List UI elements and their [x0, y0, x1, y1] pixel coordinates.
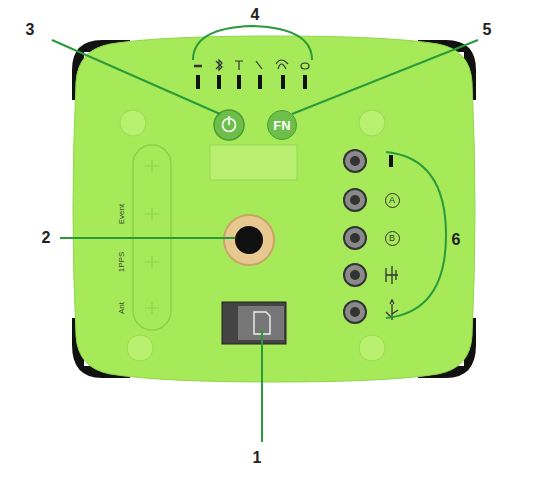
led-icons	[194, 60, 309, 70]
button-text: FN	[273, 119, 290, 132]
power-symbol	[228, 116, 230, 125]
callout-number: 3	[26, 22, 35, 38]
bracket	[193, 26, 312, 60]
mount-thread	[224, 215, 274, 265]
sd-slot	[222, 302, 286, 344]
button-text: B	[389, 234, 395, 243]
leader-lines	[52, 40, 478, 442]
ports	[344, 150, 366, 323]
led-bars	[196, 75, 307, 89]
port-name: Event	[118, 204, 126, 224]
label-plate	[210, 145, 297, 180]
fn-button: FN	[267, 110, 297, 140]
callout-number: 1	[253, 450, 262, 466]
port-label: A	[385, 193, 400, 208]
network-icon	[386, 266, 398, 284]
port-name: Ant	[118, 302, 126, 314]
mount-hole	[235, 226, 263, 254]
callout-number: 2	[42, 230, 51, 246]
bracket	[386, 152, 446, 318]
port-name: 1PPS	[118, 252, 126, 272]
bumps	[120, 110, 385, 361]
button-text: A	[389, 196, 395, 205]
callout-number: 4	[251, 7, 260, 23]
callout-number: 6	[452, 232, 461, 248]
housing	[73, 36, 475, 382]
power-button	[214, 110, 244, 140]
callout-number: 5	[483, 22, 492, 38]
port-label: B	[385, 231, 400, 246]
power-port-icon	[389, 155, 393, 167]
